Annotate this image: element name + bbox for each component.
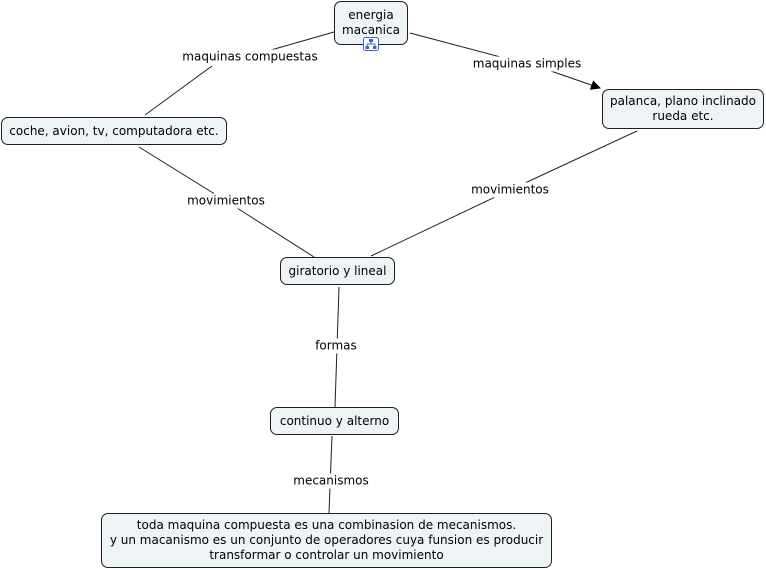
node-energia-line-2: macanica <box>342 23 400 37</box>
node-simples-line-2: rueda etc. <box>652 109 714 123</box>
node-simples-line-1: palanca, plano inclinado <box>609 94 757 108</box>
connector-movimientos-to-giratorio-right <box>370 189 511 257</box>
connector-simples-arrow <box>544 68 601 90</box>
node-compuestas-text: coche, avion, tv, computadora etc. <box>9 123 219 138</box>
link-label-maquinas-compuestas: maquinas compuestas <box>180 49 320 65</box>
node-mecanismos-definition[interactable]: toda maquina compuesta es una combinasio… <box>101 513 552 568</box>
link-label-mecanismos: mecanismos <box>291 473 371 489</box>
connector-simples-to-movimientos <box>509 130 638 191</box>
link-label-movimientos-right: movimientos <box>469 182 551 198</box>
node-continuo-text: continuo y alterno <box>279 413 390 428</box>
connector-compuestas-label-to-node <box>144 65 213 116</box>
node-mecanismos-line-3: transformar o controlar un movimiento <box>209 548 444 562</box>
node-continuo[interactable]: continuo y alterno <box>270 407 399 435</box>
link-label-maquinas-simples: maquinas simples <box>470 56 584 72</box>
connector-compuestas-to-movimientos <box>138 146 227 202</box>
node-giratorio-text: giratorio y lineal <box>288 263 387 278</box>
node-energia-line-1: energia <box>348 8 394 22</box>
node-energia-macanica[interactable]: energia macanica <box>334 1 408 45</box>
node-giratorio[interactable]: giratorio y lineal <box>280 257 395 285</box>
node-mecanismos-line-2: y un macanismo es un conjunto de operado… <box>109 533 544 547</box>
node-compuestas[interactable]: coche, avion, tv, computadora etc. <box>1 117 227 145</box>
link-label-movimientos-left: movimientos <box>185 193 267 209</box>
link-label-formas: formas <box>313 338 359 354</box>
node-mecanismos-line-1: toda maquina compuesta es una combinasio… <box>136 518 517 532</box>
connector-movimientos-to-giratorio-left <box>225 200 315 258</box>
node-simples[interactable]: palanca, plano inclinado rueda etc. <box>602 89 764 129</box>
concept-map-icon[interactable] <box>363 37 379 51</box>
